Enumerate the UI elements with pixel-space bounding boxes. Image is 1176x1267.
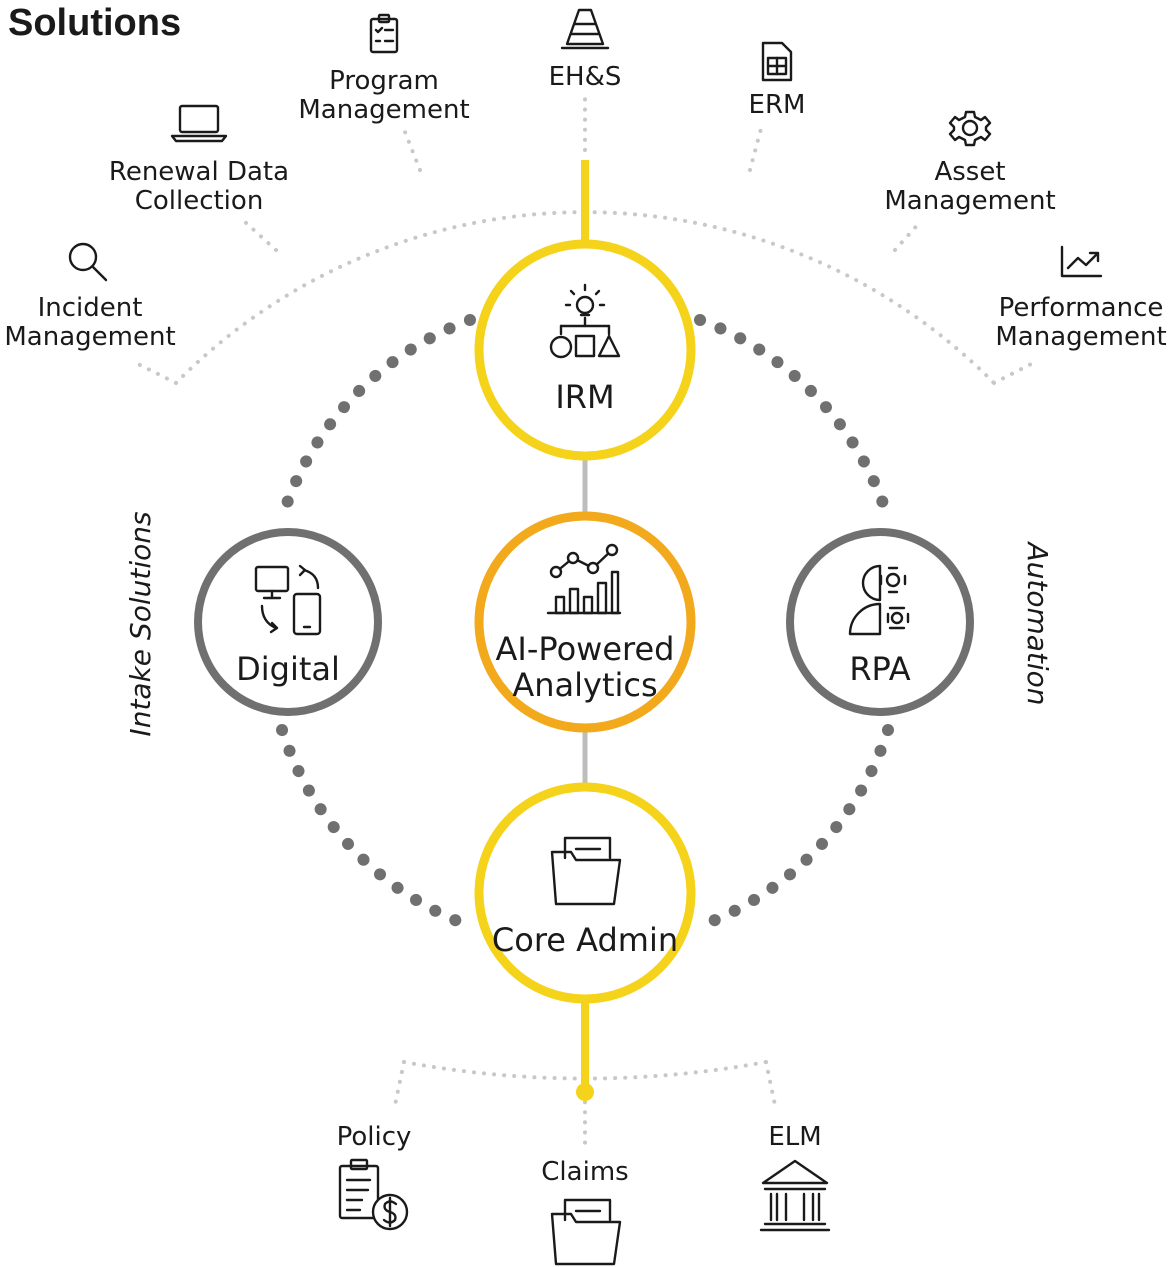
- solution-renewal-data-collection[interactable]: Renewal Data Collection: [109, 104, 289, 216]
- erm-label: ERM: [749, 90, 806, 120]
- performance-management-line-1: Performance: [999, 293, 1164, 323]
- bank-building-icon: [759, 1159, 831, 1232]
- trend-chart-icon: [1060, 245, 1103, 278]
- solution-policy[interactable]: Policy: [337, 1122, 412, 1231]
- org-chart-lightbulb-icon: [549, 283, 621, 359]
- solution-claims[interactable]: Claims: [541, 1157, 629, 1266]
- bottom-yellow-dot: [576, 1083, 594, 1101]
- incident-management-line-2: Management: [4, 322, 175, 352]
- intake-automation-ring: [276, 314, 894, 932]
- policy-dollar-icon: [338, 1158, 409, 1231]
- solution-ehs[interactable]: EH&S: [549, 8, 622, 92]
- page-title: Solutions: [8, 2, 181, 44]
- irm-node[interactable]: IRM: [474, 239, 696, 461]
- rpa-node[interactable]: RPA: [786, 528, 974, 716]
- renewal-data-collection-line-2: Collection: [135, 186, 264, 216]
- solution-asset-management[interactable]: Asset Management: [884, 110, 1056, 216]
- folder-document-icon: [550, 836, 622, 906]
- analytics-chart-icon: [546, 543, 622, 615]
- program-management-line-2: Management: [298, 95, 469, 125]
- gear-icon: [948, 110, 992, 147]
- solution-program-management[interactable]: Program Management: [298, 13, 470, 125]
- clipboard-checklist-icon: [369, 13, 399, 54]
- folder-document-icon: [550, 1198, 622, 1266]
- renewal-data-collection-line-1: Renewal Data: [109, 157, 289, 187]
- magnifier-icon: [68, 242, 108, 282]
- digital-label: Digital: [236, 650, 340, 688]
- robot-gears-icon: [848, 564, 910, 636]
- irm-label: IRM: [555, 378, 614, 416]
- traffic-cone-icon: [560, 8, 610, 50]
- incident-management-line-1: Incident: [38, 293, 143, 323]
- claims-label: Claims: [541, 1157, 628, 1187]
- program-management-line-1: Program: [329, 66, 439, 96]
- policy-label: Policy: [337, 1122, 412, 1152]
- solution-performance-management[interactable]: Performance Management: [995, 245, 1167, 352]
- top-arc-spokes: [132, 96, 1037, 385]
- rpa-label: RPA: [849, 650, 910, 688]
- digital-node[interactable]: Digital: [194, 528, 382, 716]
- solution-erm[interactable]: ERM: [749, 41, 806, 120]
- solution-elm[interactable]: ELM: [759, 1122, 831, 1232]
- devices-sync-icon: [254, 564, 322, 636]
- ehs-label: EH&S: [549, 62, 622, 92]
- core-admin-node[interactable]: Core Admin: [474, 782, 696, 1004]
- automation-label: Automation: [1021, 540, 1054, 705]
- intake-solutions-label: Intake Solutions: [124, 511, 157, 736]
- asset-management-line-2: Management: [884, 186, 1055, 216]
- analytics-label-line-1: AI-Powered: [496, 630, 675, 668]
- analytics-label-line-2: Analytics: [512, 666, 657, 704]
- elm-label: ELM: [768, 1122, 821, 1152]
- analytics-node[interactable]: AI-Powered Analytics: [474, 511, 696, 733]
- performance-management-line-2: Management: [995, 322, 1166, 352]
- solution-incident-management[interactable]: Incident Management: [4, 242, 176, 352]
- laptop-icon: [170, 104, 228, 143]
- core-admin-label: Core Admin: [492, 921, 678, 959]
- asset-management-line-1: Asset: [934, 157, 1005, 187]
- spreadsheet-file-icon: [761, 41, 793, 82]
